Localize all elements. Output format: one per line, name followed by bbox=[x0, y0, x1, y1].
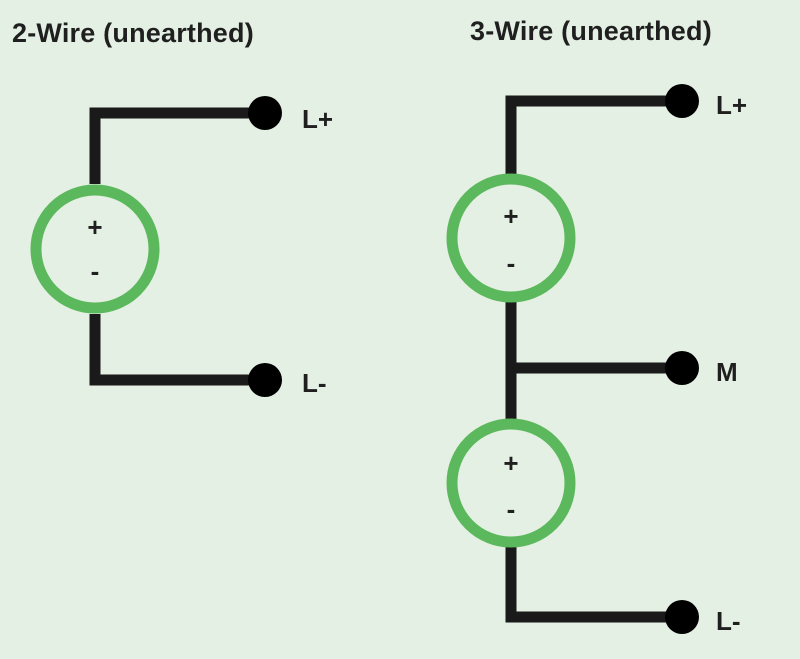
source-minus-sign: - bbox=[91, 256, 100, 286]
terminal-label-l-plus: L+ bbox=[302, 104, 333, 134]
lower-plus-sign: + bbox=[503, 448, 518, 478]
two-wire-circuit: + - L+ L- bbox=[30, 96, 333, 398]
source-plus-sign: + bbox=[87, 212, 102, 242]
wire-l-plus-3 bbox=[505, 95, 682, 176]
terminal-label-m: M bbox=[716, 357, 738, 387]
upper-minus-sign: - bbox=[507, 248, 516, 278]
terminal-label-l-minus-3: L- bbox=[716, 606, 741, 636]
terminal-dot-l-plus-3 bbox=[665, 84, 699, 118]
three-wire-circuit: + - + - L+ M L- bbox=[446, 84, 747, 636]
upper-plus-sign: + bbox=[503, 201, 518, 231]
wire-l-minus-3 bbox=[505, 546, 682, 623]
three-wire-title: 3-Wire (unearthed) bbox=[470, 16, 712, 46]
voltage-source-lower bbox=[446, 418, 576, 548]
terminal-dot-l-minus bbox=[248, 363, 282, 397]
wire-l-plus bbox=[89, 107, 265, 184]
lower-minus-sign: - bbox=[507, 494, 516, 524]
terminal-label-l-plus-3: L+ bbox=[716, 90, 747, 120]
wire-l-minus bbox=[89, 314, 265, 386]
terminal-dot-m bbox=[665, 351, 699, 385]
voltage-source-upper bbox=[446, 173, 576, 303]
two-wire-title: 2-Wire (unearthed) bbox=[12, 18, 254, 48]
terminal-label-l-minus: L- bbox=[302, 368, 327, 398]
terminal-dot-l-minus-3 bbox=[665, 600, 699, 634]
terminal-dot-l-plus bbox=[248, 96, 282, 130]
voltage-source bbox=[30, 184, 160, 314]
